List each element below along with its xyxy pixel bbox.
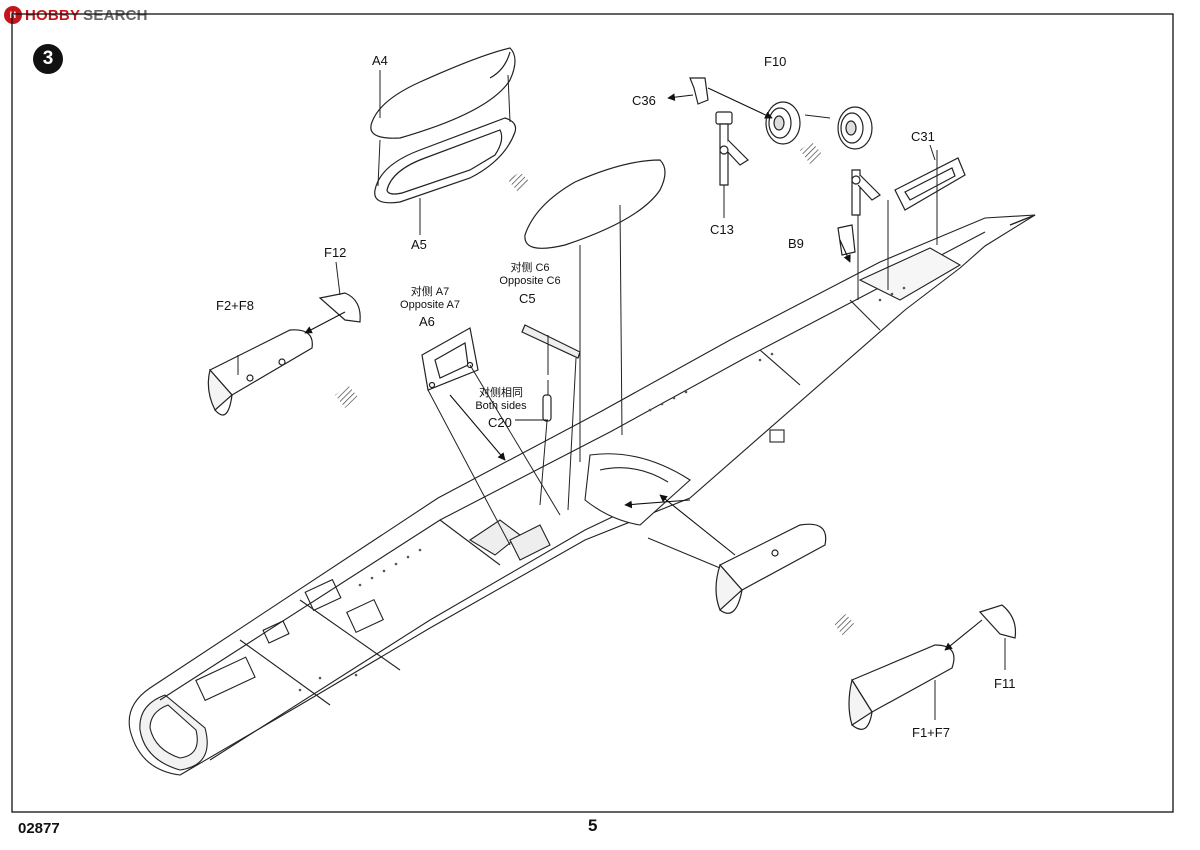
part-upper-canopy xyxy=(524,159,666,249)
part-b9 xyxy=(837,224,856,256)
hobbysearch-watermark: H HOBBY SEARCH xyxy=(4,4,148,26)
hobbysearch-logo-icon: H xyxy=(4,6,22,24)
label-a4: A4 xyxy=(372,53,388,68)
part-c5-strip xyxy=(521,324,581,359)
label-c36: C36 xyxy=(632,93,656,108)
note-both-sides-cn: 对侧相同 xyxy=(479,387,523,399)
label-c20: C20 xyxy=(488,415,512,430)
page-number: 5 xyxy=(588,816,598,835)
part-c20-pin xyxy=(542,394,552,422)
direction-hatch-marks xyxy=(335,142,856,636)
note-opposite-c6-cn: 对侧 C6 xyxy=(510,262,550,274)
label-c5: C5 xyxy=(519,291,536,306)
note-opposite-a7-en: Opposite A7 xyxy=(400,299,460,311)
part-f2-f8-pod xyxy=(207,329,313,416)
kit-code: 02877 xyxy=(18,820,60,837)
assembly-arrows xyxy=(304,87,983,651)
label-f12: F12 xyxy=(324,245,347,260)
watermark-search: SEARCH xyxy=(83,6,148,24)
part-c13-strut xyxy=(715,111,749,186)
label-f11: F11 xyxy=(994,676,1016,691)
note-both-sides-en: Both sides xyxy=(475,400,527,412)
part-f12 xyxy=(318,292,361,323)
note-opposite-a7-cn: 对侧 A7 xyxy=(410,286,450,298)
part-f11 xyxy=(978,604,1017,639)
label-f2-f8: F2+F8 xyxy=(216,298,254,313)
watermark-brand: HOBBY xyxy=(25,6,81,24)
part-c31-door xyxy=(894,157,966,211)
part-opposite-pod xyxy=(715,523,827,614)
leader-lines xyxy=(237,70,1006,720)
part-main-wheel-strut xyxy=(837,106,881,216)
note-both-sides: 对侧相同 Both sides xyxy=(466,387,536,413)
note-opposite-c6-en: Opposite C6 xyxy=(499,275,561,287)
part-a4-canopy xyxy=(370,47,516,139)
label-f1-f7: F1+F7 xyxy=(912,725,950,740)
note-opposite-a7: 对侧 A7 Opposite A7 xyxy=(388,286,472,312)
note-opposite-c6: 对侧 C6 Opposite C6 xyxy=(490,262,570,288)
label-a5: A5 xyxy=(411,237,427,252)
part-f10-wheel xyxy=(765,101,801,145)
step-number-badge: 3 xyxy=(33,44,63,74)
fuselage xyxy=(128,214,1036,776)
label-b9: B9 xyxy=(788,236,804,251)
part-a6-panel xyxy=(421,327,479,391)
label-c31: C31 xyxy=(911,129,935,144)
label-f10: F10 xyxy=(764,54,787,69)
label-c13: C13 xyxy=(710,222,734,237)
part-f1-f7-pod xyxy=(848,644,955,730)
page-frame xyxy=(11,13,1174,813)
label-a6: A6 xyxy=(419,314,435,329)
part-c36-bracket xyxy=(689,77,709,105)
part-a5-frame xyxy=(374,117,517,204)
